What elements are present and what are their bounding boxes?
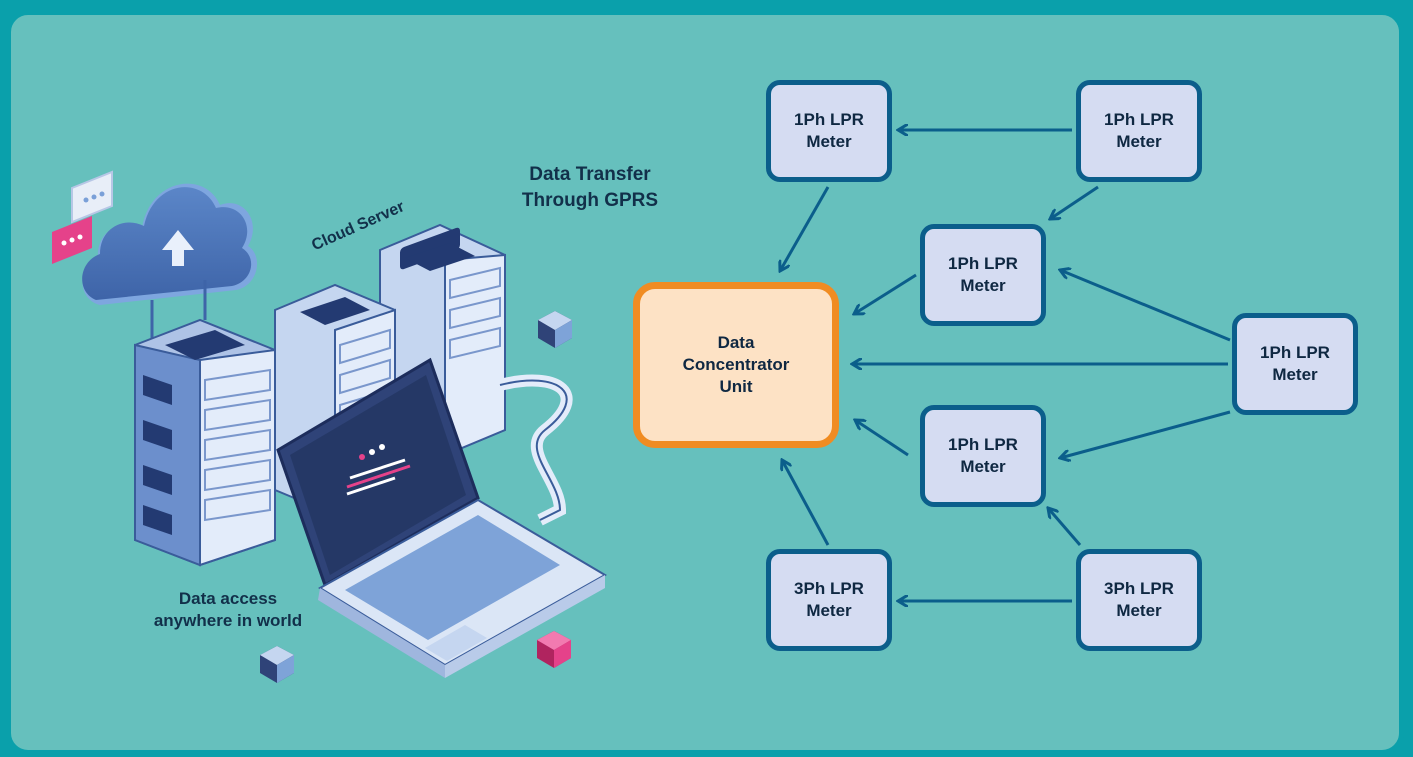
arrow-m5-to-dcu [855,420,909,457]
cloud-upload-icon [82,183,258,345]
meter-1ph-mid-lower: 1Ph LPR Meter [920,405,1046,507]
meter-3ph-bottom-right: 3Ph LPR Meter [1076,549,1202,651]
arrow-m1-to-dcu [780,186,830,271]
laptop-icon [276,357,608,678]
meter-label: 3Ph LPR Meter [1104,579,1174,620]
data-access-label: Data access anywhere in world [153,589,303,630]
meter-1ph-top-right: 1Ph LPR Meter [1076,80,1202,182]
meter-1ph-right: 1Ph LPR Meter [1232,313,1358,415]
cube-icon [537,631,571,668]
arrow-m4-to-m5 [1060,410,1231,458]
arrow-m3-to-dcu [854,273,917,314]
data-concentrator-unit: Data Concentrator Unit [633,282,839,448]
cube-icon [538,311,572,348]
cube-icon [260,646,294,683]
arrow-m2-to-m3 [1050,185,1099,219]
meter-1ph-mid-upper: 1Ph LPR Meter [920,224,1046,326]
arrow-m7-to-m5 [1048,508,1082,546]
dcu-label: Data Concentrator Unit [682,333,790,396]
meter-label: 1Ph LPR Meter [948,435,1018,476]
chat-bubble-icon [52,170,113,264]
meter-label: 3Ph LPR Meter [794,579,864,620]
meter-label: 1Ph LPR Meter [948,254,1018,295]
meter-3ph-bottom-left: 3Ph LPR Meter [766,549,892,651]
arrow-m4-to-m3 [1060,270,1231,342]
meter-label: 1Ph LPR Meter [1104,110,1174,151]
arrow-m6-to-dcu [782,460,830,546]
meter-1ph-top-left: 1Ph LPR Meter [766,80,892,182]
meter-label: 1Ph LPR Meter [794,110,864,151]
data-transfer-label: Data Transfer Through GPRS [521,164,659,211]
meter-label: 1Ph LPR Meter [1260,343,1330,384]
